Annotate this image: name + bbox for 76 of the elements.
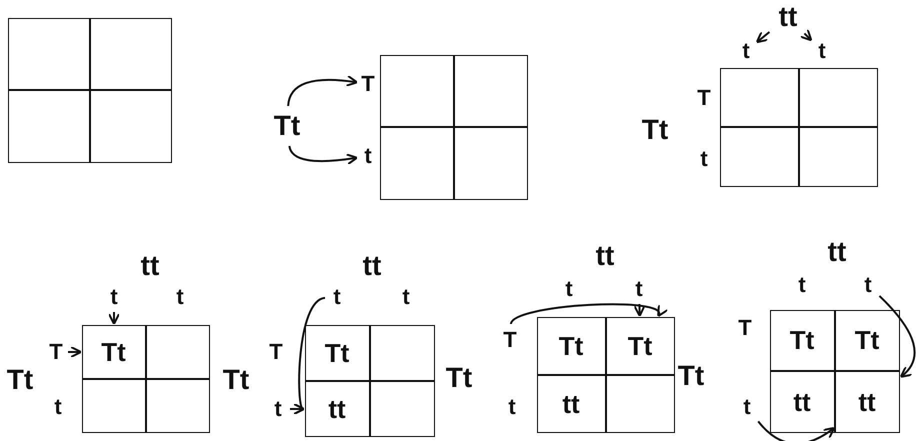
arrow <box>878 295 916 378</box>
grid-cell: Tt <box>304 324 370 380</box>
allele-label: t <box>737 394 757 420</box>
allele-label: t <box>694 146 714 172</box>
grid-cell <box>8 90 90 162</box>
grid-cell <box>370 380 434 436</box>
punnett-grid <box>305 325 435 437</box>
grid-cell: tt <box>536 374 606 432</box>
arrow <box>800 28 812 42</box>
allele-label: t <box>736 38 756 64</box>
punnett-grid <box>8 18 172 163</box>
grid-cell: Tt <box>770 310 834 371</box>
arrow <box>290 403 305 415</box>
grid-cell <box>454 127 528 200</box>
grid-cell <box>146 324 210 378</box>
allele-label: T <box>46 338 66 366</box>
grid-cell <box>720 68 798 127</box>
grid-cell: Tt <box>82 324 146 378</box>
allele-label: T <box>694 84 714 112</box>
genotype-label: Tt <box>634 112 676 148</box>
grid-cell: Tt <box>536 316 606 374</box>
allele-label: t <box>48 394 68 420</box>
allele-label: t <box>858 272 878 298</box>
allele-label: t <box>502 394 522 420</box>
grid-cell <box>146 378 210 432</box>
arrow <box>756 31 770 44</box>
allele-label: T <box>500 326 520 354</box>
allele-label: T <box>266 338 286 366</box>
grid-cell: tt <box>304 380 370 436</box>
genotype-label: Tt <box>0 362 40 398</box>
arrow <box>68 346 82 358</box>
allele-label: T <box>358 70 378 98</box>
grid-cell <box>380 127 454 200</box>
allele-label: t <box>812 38 832 64</box>
grid-cell <box>454 54 528 127</box>
grid-cell <box>90 90 172 162</box>
punnett-grid <box>380 55 528 200</box>
grid-cell <box>370 324 434 380</box>
genotype-label: tt <box>771 2 805 32</box>
allele-label: T <box>735 314 755 342</box>
grid-cell <box>798 127 878 186</box>
arrow <box>757 420 836 441</box>
genotype-label: tt <box>818 236 856 268</box>
genotype-label: tt <box>586 240 624 272</box>
allele-label: t <box>396 284 416 310</box>
allele-label: t <box>629 276 649 302</box>
grid-cell <box>720 127 798 186</box>
genotype-label: tt <box>131 250 169 282</box>
allele-label: t <box>358 142 378 170</box>
allele-label: t <box>792 272 812 298</box>
genotype-label: Tt <box>215 362 257 398</box>
grid-cell <box>380 54 454 127</box>
allele-label: t <box>327 284 347 310</box>
allele-label: t <box>170 284 190 310</box>
grid-cell <box>8 18 90 90</box>
arrow <box>288 146 358 166</box>
grid-cell: Tt <box>606 316 674 374</box>
grid-cell: Tt <box>834 310 900 371</box>
genotype-label: Tt <box>438 360 480 396</box>
punnett-grid <box>770 310 900 433</box>
arrow <box>287 75 358 106</box>
allele-label: t <box>559 276 579 302</box>
punnett-grid <box>720 68 878 187</box>
grid-cell: tt <box>834 371 900 432</box>
grid-cell <box>606 374 674 432</box>
punnett-grid <box>537 317 675 433</box>
genotype-label: Tt <box>266 108 308 144</box>
allele-label: t <box>104 284 124 310</box>
grid-cell <box>90 18 172 90</box>
grid-cell: tt <box>770 371 834 432</box>
arrow <box>108 312 120 325</box>
grid-cell <box>798 68 878 127</box>
punnett-grid <box>82 325 210 433</box>
genotype-label: tt <box>353 250 391 282</box>
grid-cell <box>82 378 146 432</box>
allele-label: t <box>268 396 288 422</box>
